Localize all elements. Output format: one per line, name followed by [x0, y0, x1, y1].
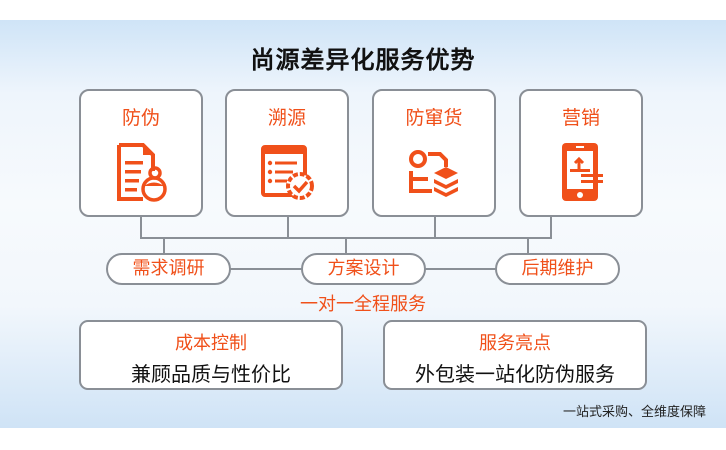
- stack-route-icon: [409, 150, 458, 197]
- service-card-anti-diversion: 防窜货: [372, 89, 496, 217]
- process-caption: 一对一全程服务: [300, 294, 426, 315]
- service-label: 防伪: [121, 107, 160, 129]
- service-label: 防窜货: [405, 107, 463, 129]
- connector-line: [287, 217, 289, 239]
- process-step-research: 需求调研: [106, 253, 231, 285]
- highlight-body: 外包装一站化防伪服务: [415, 362, 615, 386]
- page-title: 尚源差异化服务优势: [250, 46, 476, 74]
- highlight-heading: 成本控制: [175, 333, 247, 354]
- connector-line: [345, 237, 347, 254]
- service-card-anticounterfeit: 防伪: [79, 89, 203, 217]
- connector-line: [140, 217, 142, 239]
- connector-line: [425, 268, 496, 270]
- process-step-maintenance: 后期维护: [495, 253, 620, 285]
- service-card-marketing: 营销: [519, 89, 643, 217]
- connector-line: [550, 217, 552, 239]
- connector-line: [527, 237, 529, 254]
- process-step-design: 方案设计: [301, 253, 426, 285]
- service-label: 溯源: [267, 107, 306, 129]
- document-user-icon: [117, 143, 167, 202]
- connector-line: [163, 237, 165, 254]
- phone-transfer-icon: [562, 143, 603, 201]
- connector-line: [434, 217, 436, 239]
- service-label: 营销: [561, 107, 600, 129]
- highlight-body: 兼顾品质与性价比: [131, 362, 291, 386]
- checklist-badge-icon: [261, 145, 314, 200]
- footer-tagline: 一站式采购、全维度保障: [562, 405, 706, 420]
- service-card-traceability: 溯源: [225, 89, 349, 217]
- connector-line: [230, 268, 302, 270]
- highlight-card-service: 服务亮点 外包装一站化防伪服务: [383, 320, 647, 390]
- highlight-card-cost: 成本控制 兼顾品质与性价比: [79, 320, 343, 390]
- highlight-heading: 服务亮点: [479, 333, 551, 354]
